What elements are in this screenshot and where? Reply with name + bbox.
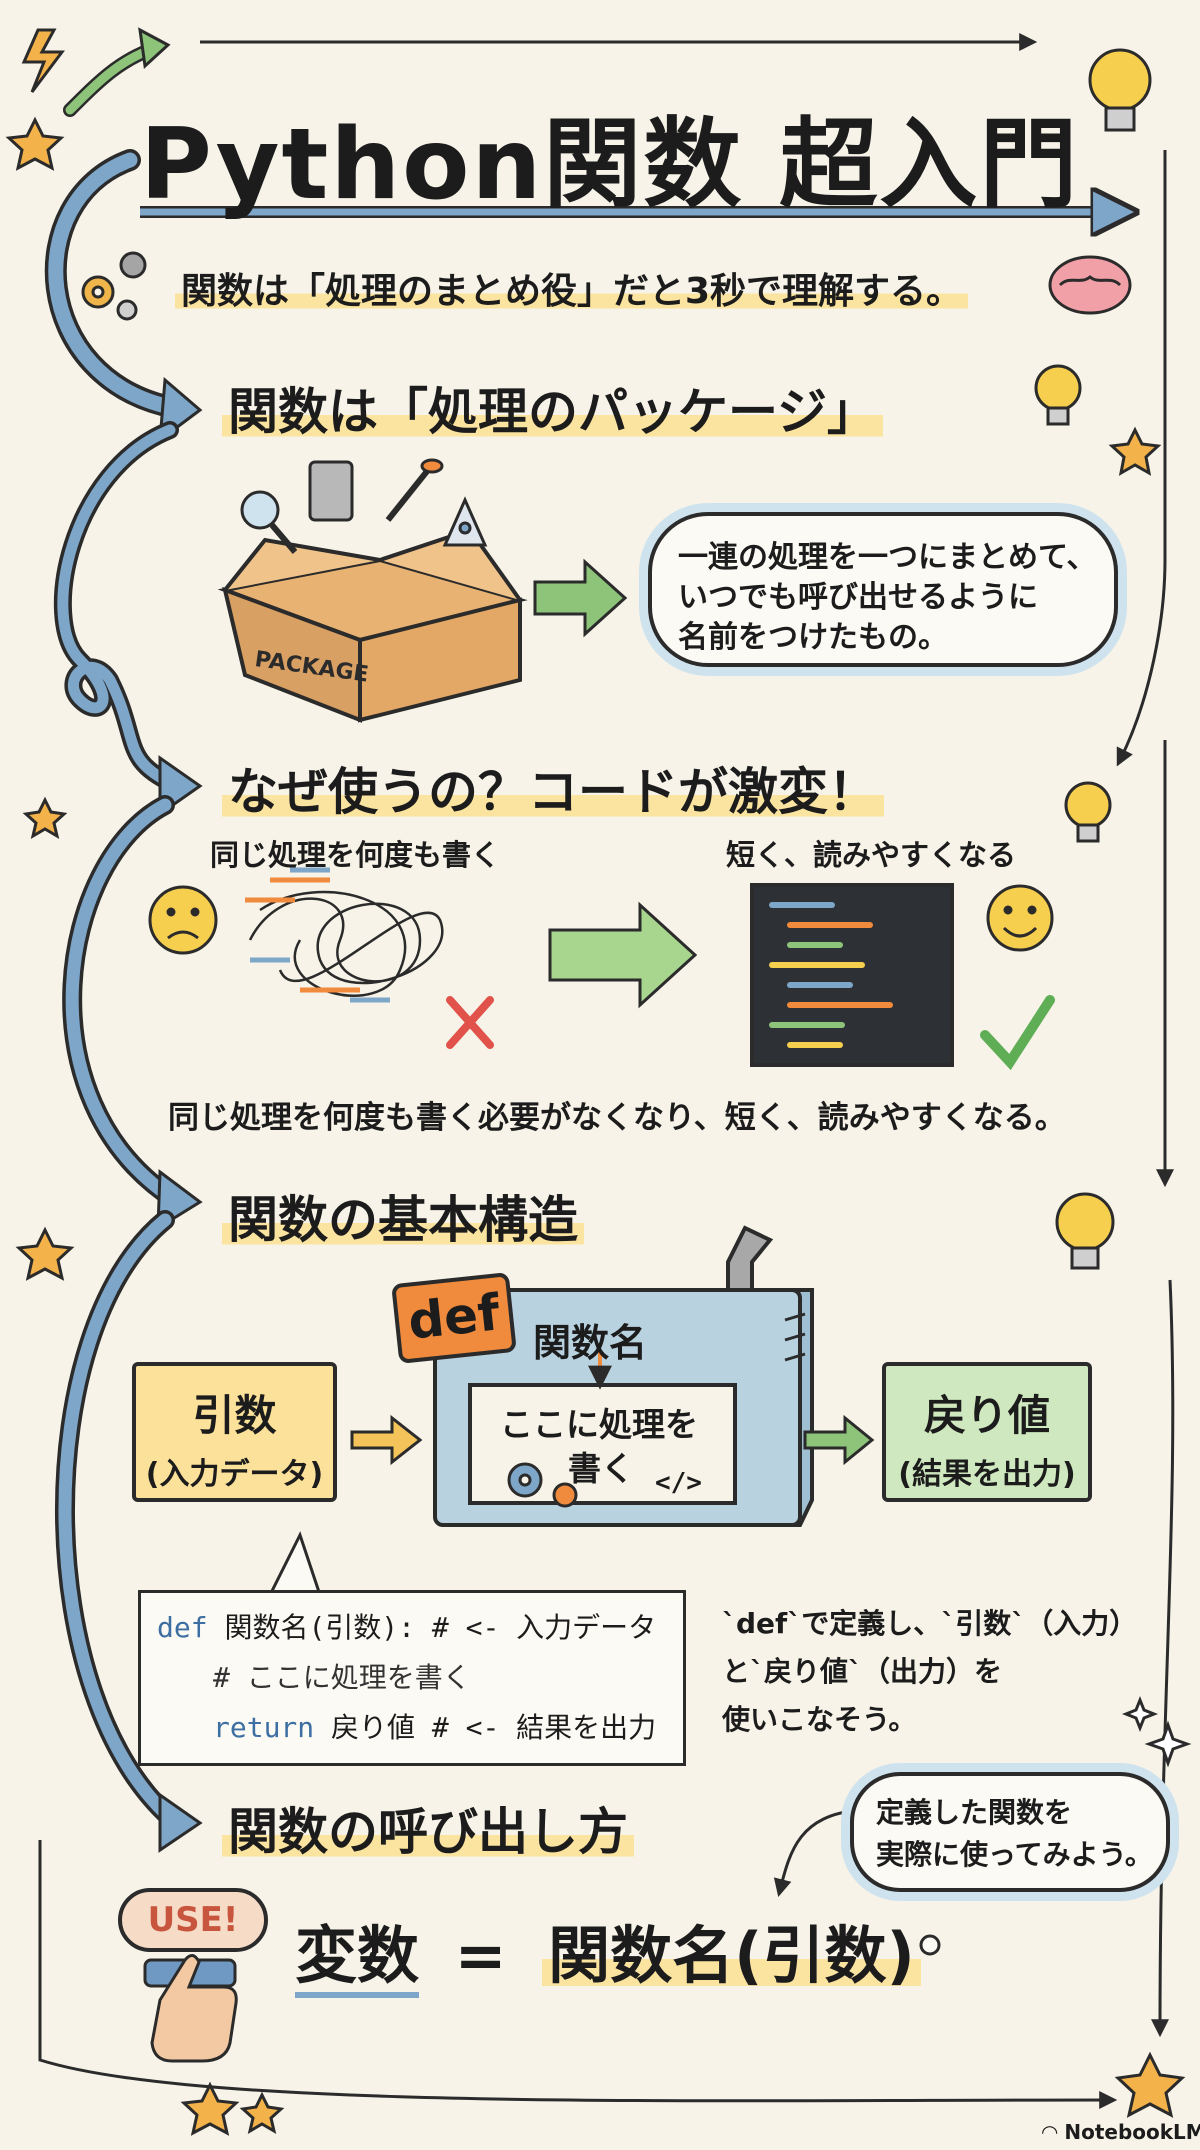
lightning-icon — [21, 28, 65, 93]
bubble-arrow — [773, 1808, 861, 1897]
bubble-line-1: 一連の処理を一つにまとめて、 — [678, 540, 1097, 575]
function-name-label: 関数名 — [533, 1321, 648, 1365]
section2-heading: なぜ使うの？コードが激変！ — [222, 752, 884, 824]
left-flow-arrow-3 — [62, 795, 203, 1231]
right-line-arrow-1 — [1116, 150, 1167, 767]
check-icon — [980, 995, 1055, 1071]
arguments-subtitle: (入力データ) — [145, 1457, 324, 1492]
code-keyword-return: return — [213, 1711, 315, 1744]
code-line-1-rest: 関数名(引数): # <- 入力データ — [224, 1611, 657, 1644]
star-icon — [5, 116, 1186, 2136]
sparkle-icon — [1121, 1695, 1192, 1768]
body-line-1: ここに処理を — [500, 1405, 698, 1444]
subtitle-text: 関数は「処理のまとめ役」だと3秒で理解する。 — [175, 271, 969, 312]
bubble-line-3: 名前をつけたもの。 — [678, 620, 948, 655]
code-keyword-def: def — [157, 1611, 208, 1644]
tools-icon — [240, 458, 488, 554]
code-bubble-tail — [268, 1531, 322, 1596]
gear-icon — [507, 1462, 578, 1508]
left-flow-arrow-4 — [55, 1210, 203, 1853]
input-arrow — [350, 1414, 423, 1466]
output-arrow — [803, 1414, 875, 1466]
code-line-1: def 関数名(引数): # <- 入力データ — [157, 1603, 667, 1653]
brand-footer: ◠ NotebookLM — [1042, 2120, 1200, 2144]
call-formula: 変数 = 関数名(引数) — [295, 1905, 921, 1998]
brain-icon — [1048, 255, 1132, 315]
explain-line-2: と`戻り値`（出力）を — [722, 1655, 1003, 1688]
return-subtitle: (結果を出力) — [898, 1457, 1076, 1492]
brand-name: NotebookLM — [1064, 2120, 1200, 2144]
use-badge-text: USE! — [147, 1900, 239, 1940]
left-flow-arrow-2 — [53, 421, 203, 817]
sad-face-icon — [148, 885, 218, 955]
section4-heading-text: 関数の呼び出し方 — [222, 1803, 634, 1861]
package-definition-bubble: 一連の処理を一つにまとめて、 いつでも呼び出せるように 名前をつけたもの。 — [648, 512, 1118, 667]
gears-icon — [81, 251, 147, 321]
formula-equals: = — [454, 1919, 507, 1992]
def-tag-text: def — [405, 1283, 503, 1351]
section1-heading-text: 関数は「処理のパッケージ」 — [222, 383, 883, 441]
code-editor-icon — [750, 883, 954, 1067]
page-title: Python関数 超入門 — [140, 108, 1080, 222]
formula-call: 関数名(引数) — [542, 1919, 921, 1992]
code-line-3-rest: 戻り値 # <- 結果を出力 — [331, 1711, 657, 1744]
code-example: def 関数名(引数): # <- 入力データ # ここに処理を書く retur… — [138, 1590, 686, 1766]
section2-summary: 同じ処理を何度も書く必要がなくなり、短く、読みやすくなる。 — [168, 1100, 1066, 1136]
code-brackets-icon: </> — [655, 1468, 702, 1498]
formula-variable: 変数 — [295, 1919, 420, 1998]
pointing-hand-icon — [143, 1954, 238, 2063]
arguments-box: 引数 (入力データ) — [132, 1362, 337, 1502]
bubble-line-2: いつでも呼び出せるように — [678, 580, 1038, 615]
right-line-arrow-3 — [1151, 1279, 1175, 2038]
package-icon — [217, 527, 528, 723]
section3-heading-text: 関数の基本構造 — [222, 1191, 584, 1249]
section4-heading: 関数の呼び出し方 — [222, 1792, 634, 1864]
bottom-line-arrow — [38, 1840, 1118, 2110]
brand-icon: ◠ — [1042, 2120, 1065, 2144]
bubble-dot — [919, 1934, 941, 1956]
explain-line-3: 使いこなそう。 — [722, 1703, 917, 1736]
striped-arrow — [548, 901, 698, 1009]
smile-face-icon — [986, 884, 1054, 952]
structure-explanation: `def`で定義し、`引数`（入力） と`戻り値`（出力）を 使いこなそう。 — [722, 1600, 1137, 1744]
return-title: 戻り値 — [923, 1391, 1050, 1440]
call-hint-line-1: 定義した関数を — [876, 1796, 1073, 1829]
before-label: 同じ処理を何度も書く — [210, 838, 501, 872]
arguments-title: 引数 — [192, 1391, 277, 1440]
tangled-code-icon — [245, 867, 444, 1003]
return-value-box: 戻り値 (結果を出力) — [882, 1362, 1092, 1502]
code-line-2: # ここに処理を書く — [213, 1661, 471, 1694]
green-arrow-1 — [533, 558, 628, 638]
def-tag: def — [391, 1272, 517, 1364]
code-line-3: return 戻り値 # <- 結果を出力 — [157, 1703, 667, 1753]
section1-heading: 関数は「処理のパッケージ」 — [222, 372, 883, 444]
call-hint-line-2: 実際に使ってみよう。 — [876, 1838, 1153, 1871]
body-line-2: 書く — [568, 1449, 634, 1488]
section3-heading: 関数の基本構造 — [222, 1180, 584, 1252]
page-subtitle: 関数は「処理のまとめ役」だと3秒で理解する。 — [175, 262, 969, 314]
cross-icon — [446, 996, 494, 1049]
call-hint-bubble: 定義した関数を 実際に使ってみよう。 — [850, 1772, 1170, 1892]
lightbulb-icon — [1034, 48, 1152, 1270]
after-label: 短く、読みやすくなる — [726, 838, 1017, 872]
section2-heading-text: なぜ使うの？コードが激変！ — [222, 763, 884, 821]
use-badge: USE! — [118, 1888, 268, 1952]
explain-line-1: `def`で定義し、`引数`（入力） — [722, 1607, 1138, 1640]
